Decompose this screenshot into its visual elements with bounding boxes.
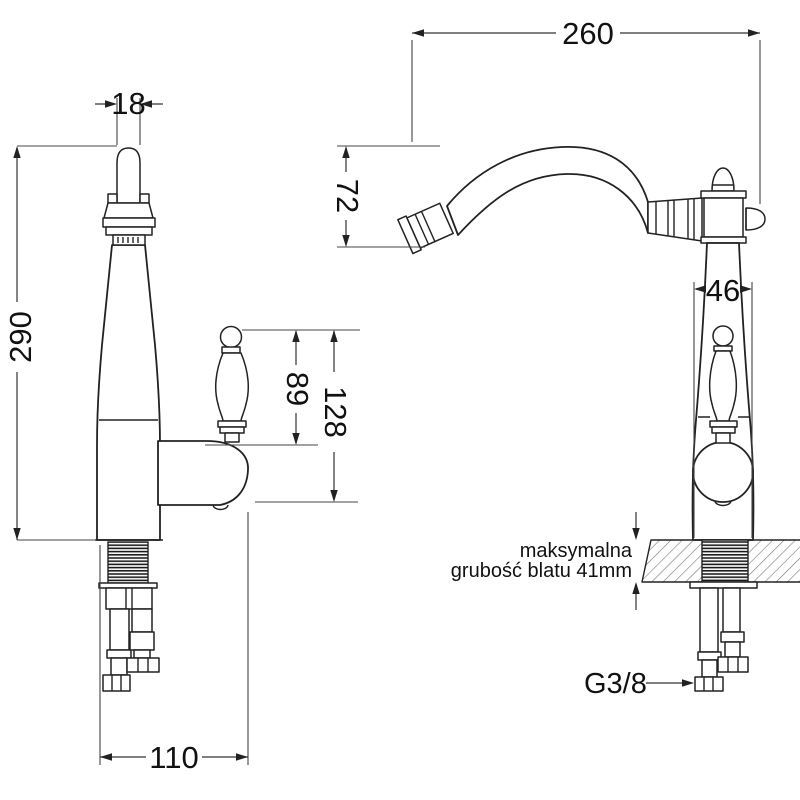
countertop-note-line2: grubość blatu 41mm xyxy=(451,560,632,582)
side-sphere-nub xyxy=(714,500,732,507)
front-handle-ring-2 xyxy=(219,426,245,434)
side-knob xyxy=(745,207,766,231)
front-hose-right-coupler xyxy=(129,631,155,651)
dim-body-to-handle-top: 128 xyxy=(255,330,358,503)
front-hose-left-nut-lines xyxy=(111,675,122,691)
front-hose-right xyxy=(131,608,153,633)
thread-annotation: G3/8 xyxy=(584,668,694,700)
front-spout-tab-left xyxy=(107,193,118,204)
front-hose-right-nut xyxy=(126,657,160,673)
dim-under-counter-depth: 110 xyxy=(99,512,249,775)
front-hose-right-nut-lines xyxy=(137,658,149,672)
side-handle-lever xyxy=(708,350,738,422)
front-spout-ring-1 xyxy=(102,217,156,228)
front-hose-right-tube xyxy=(133,649,151,659)
side-handle-ball xyxy=(712,325,734,347)
side-hose-left xyxy=(699,587,719,653)
side-handle-ring-1 xyxy=(709,420,738,428)
side-head-block xyxy=(703,197,744,238)
dim-spout-to-handle-top: 89 xyxy=(205,329,360,446)
front-spout-tab-right xyxy=(139,193,150,204)
front-handle-lever xyxy=(214,352,250,422)
dim-spout-reach: 260 xyxy=(411,16,761,204)
front-spout-ring-2 xyxy=(105,226,153,236)
front-mounting-block xyxy=(105,587,153,610)
front-hose-left-coupler xyxy=(106,649,132,659)
front-view xyxy=(95,147,250,692)
thread-label: G3/8 xyxy=(584,668,647,700)
side-hose-left-nut-lines xyxy=(703,677,714,691)
side-threaded-shank xyxy=(701,539,749,583)
dim-spout-tip-width: 18 xyxy=(95,86,163,145)
side-spout-curve xyxy=(446,146,649,236)
dim-overall-height: 290 xyxy=(3,145,117,541)
front-hose-left xyxy=(109,608,130,651)
side-body-sphere xyxy=(692,441,754,503)
side-head-flange-top xyxy=(700,190,747,199)
front-handle-collar xyxy=(221,346,241,354)
side-hose-left-tube xyxy=(701,659,718,678)
front-handle-ring-1 xyxy=(217,420,247,428)
dim-base-width: 46 xyxy=(693,273,753,538)
front-mounting-block-lines xyxy=(125,588,133,609)
front-body xyxy=(96,244,161,541)
front-hose-left-tube xyxy=(110,657,128,676)
side-spout-ring-lines xyxy=(655,199,695,240)
spout-drop-label: 72 xyxy=(330,179,365,213)
front-spout-cup xyxy=(103,202,154,219)
front-threaded-shank xyxy=(107,541,149,584)
front-aerator xyxy=(112,234,146,246)
front-valve-housing xyxy=(157,440,249,506)
side-hose-right-nut-lines xyxy=(727,657,739,672)
side-flange xyxy=(689,581,758,589)
spout-reach-label: 260 xyxy=(562,16,614,51)
body-to-handle-label: 128 xyxy=(318,386,353,438)
base-width-label: 46 xyxy=(706,273,740,308)
side-hose-right-nut xyxy=(717,656,749,673)
side-handle-ring-2 xyxy=(711,426,736,434)
countertop-note: maksymalna grubość blatu 41mm xyxy=(451,512,640,610)
side-hose-left-nut xyxy=(694,676,724,692)
under-counter-depth-label: 110 xyxy=(149,740,198,775)
side-finial xyxy=(711,167,735,192)
spout-tip-width-label: 18 xyxy=(111,86,145,121)
front-handle-ball xyxy=(219,325,243,349)
countertop-note-line1: maksymalna xyxy=(520,540,633,562)
front-handle-stem xyxy=(224,432,240,443)
front-outlet-nub xyxy=(212,504,229,511)
side-view xyxy=(397,146,800,692)
side-hose-right xyxy=(722,587,741,633)
side-outlet-nut xyxy=(397,202,454,255)
dim-spout-outlet-drop: 72 xyxy=(330,145,440,248)
spout-to-handle-label: 89 xyxy=(280,372,315,406)
front-hose-left-nut xyxy=(102,674,131,692)
side-hose-right-coupler xyxy=(720,631,745,643)
overall-height-label: 290 xyxy=(3,311,38,363)
side-handle-stem xyxy=(715,432,731,444)
front-aerator-hatch xyxy=(117,237,139,243)
side-hose-right-tube xyxy=(724,641,741,658)
front-spout-tube xyxy=(116,147,141,204)
